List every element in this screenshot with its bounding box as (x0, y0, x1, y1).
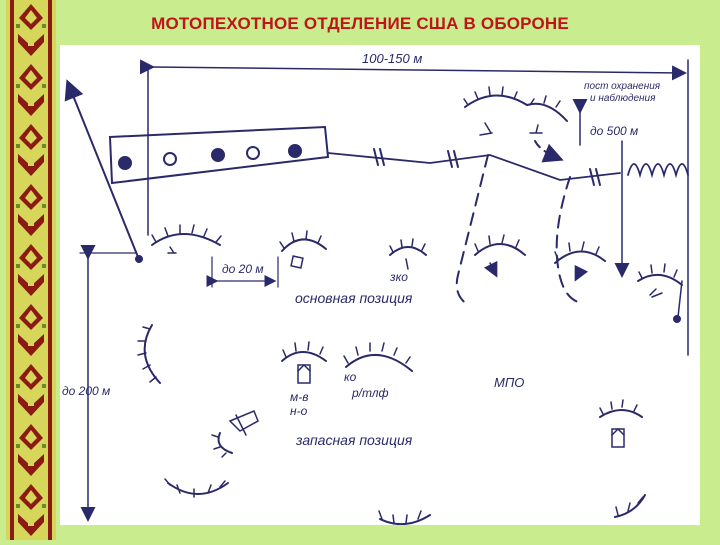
main-position-label: основная позиция (295, 290, 413, 306)
barbed-wire-coil (627, 163, 689, 179)
rtlf-label: р/тлф (351, 386, 389, 400)
withdrawal-routes (455, 154, 579, 306)
fire-direction-arrow (64, 79, 143, 263)
post-label-line2: и наблюдения (590, 92, 656, 104)
decorative-ornament-strip (6, 0, 56, 540)
mine-circle (211, 148, 225, 162)
zko-label: зко (389, 270, 408, 284)
mine-circle (163, 152, 177, 166)
page-title: МОТОПЕХОТНОЕ ОТДЕЛЕНИЕ США В ОБОРОНЕ (151, 14, 569, 33)
mine-circle (118, 156, 132, 170)
diagram-sheet: 100-150 м пост охранения и наблюдения до… (60, 45, 700, 526)
mv-label: м-в (290, 390, 309, 404)
ornament-pattern (6, 0, 56, 540)
defense-diagram: 100-150 м пост охранения и наблюдения до… (62, 51, 689, 526)
mine-barrier (108, 125, 330, 185)
width-label: 100-150 м (362, 51, 422, 66)
post-label-line1: пост охранения (584, 81, 661, 92)
no-label: н-о (290, 404, 308, 418)
mine-circle (288, 144, 302, 158)
depth-label: до 200 м (62, 384, 110, 398)
post-range-label: до 500 м (590, 124, 638, 138)
mpo-label: МПО (494, 375, 524, 390)
depth-dimension: до 200 м (62, 245, 137, 522)
spacing-label: до 20 м (222, 262, 264, 276)
reserve-position-label: запасная позиция (295, 432, 413, 448)
observation-post: пост охранения и наблюдения до 500 м (463, 81, 661, 278)
wire-obstacle (327, 148, 689, 186)
spacing-dimension: до 20 м (206, 256, 279, 288)
ko-label: ко (344, 370, 357, 384)
width-dimension: 100-150 м (139, 51, 689, 356)
mine-circle (246, 146, 260, 160)
main-position (151, 224, 683, 323)
reserve-position (137, 324, 646, 526)
